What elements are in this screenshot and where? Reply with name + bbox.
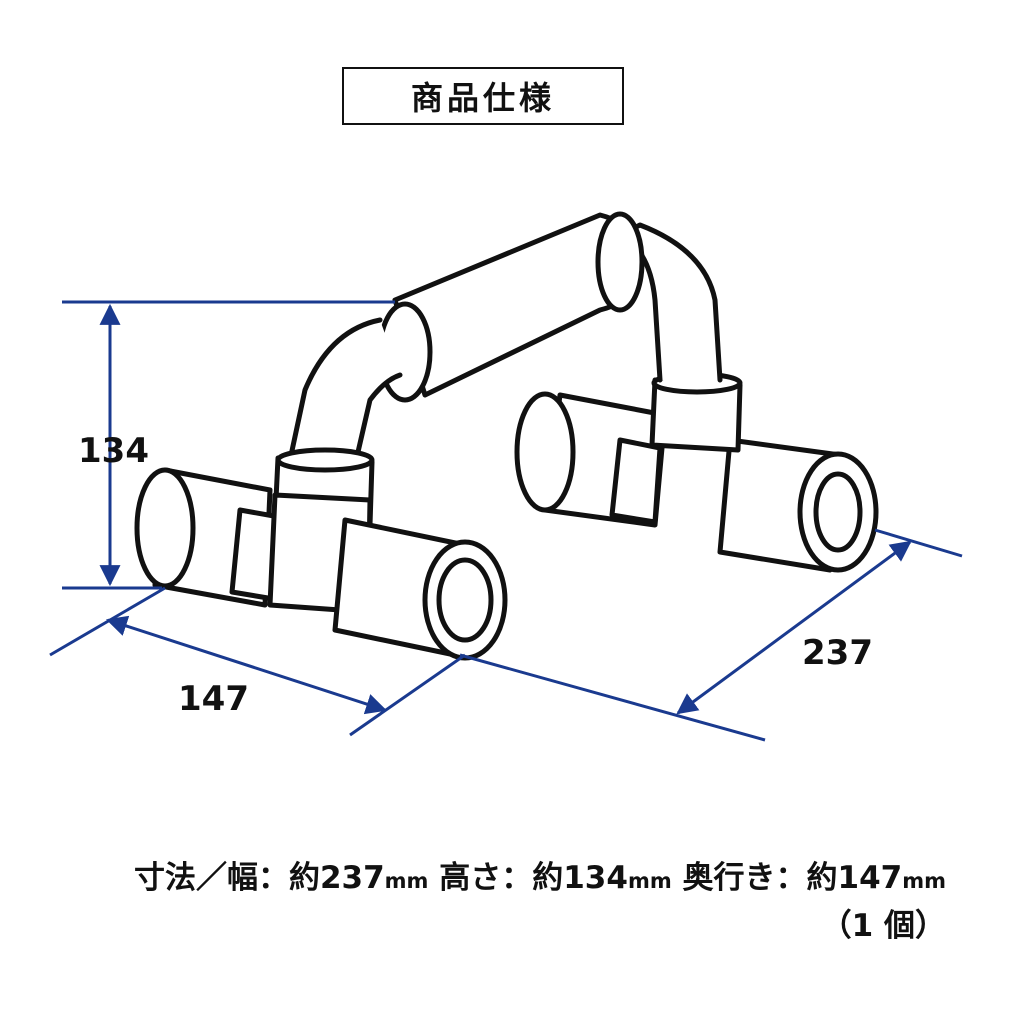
dimension-lines (49, 300, 963, 742)
height-label: 134 (78, 431, 149, 471)
spec-width-value: 237 (319, 860, 385, 896)
width-extension-bottom (459, 653, 766, 742)
spec-line: 寸法／幅：約237mm 高さ：約134mm 奥行き：約147mm (0, 852, 946, 897)
width-extension-top (874, 528, 963, 558)
depth-extension-right (349, 653, 466, 737)
width-dimension-line (676, 540, 912, 715)
page-title: 商品仕様 (410, 79, 555, 117)
spec-depth-label: 奥行き：約 (671, 860, 838, 896)
depth-extension-left (49, 586, 166, 657)
width-label: 237 (802, 633, 873, 673)
spec-height-value: 134 (563, 860, 628, 896)
spec-quantity: （1 個） (820, 908, 946, 944)
spec-depth-unit: mm (902, 869, 946, 893)
depth-label: 147 (178, 679, 249, 719)
grip-bar (287, 211, 645, 468)
depth-dimension-line (106, 615, 387, 715)
left-base (134, 447, 508, 661)
spec-width-unit: mm (384, 869, 429, 893)
spec-prefix: 寸法／幅：約 (133, 860, 320, 896)
spec-depth-value: 147 (837, 860, 903, 896)
title-box: 商品仕様 (342, 67, 624, 125)
push-up-bar-illustration (134, 211, 879, 661)
right-base (514, 222, 879, 573)
spec-height-unit: mm (627, 869, 672, 893)
spec-height-label: 高さ：約 (428, 860, 564, 896)
